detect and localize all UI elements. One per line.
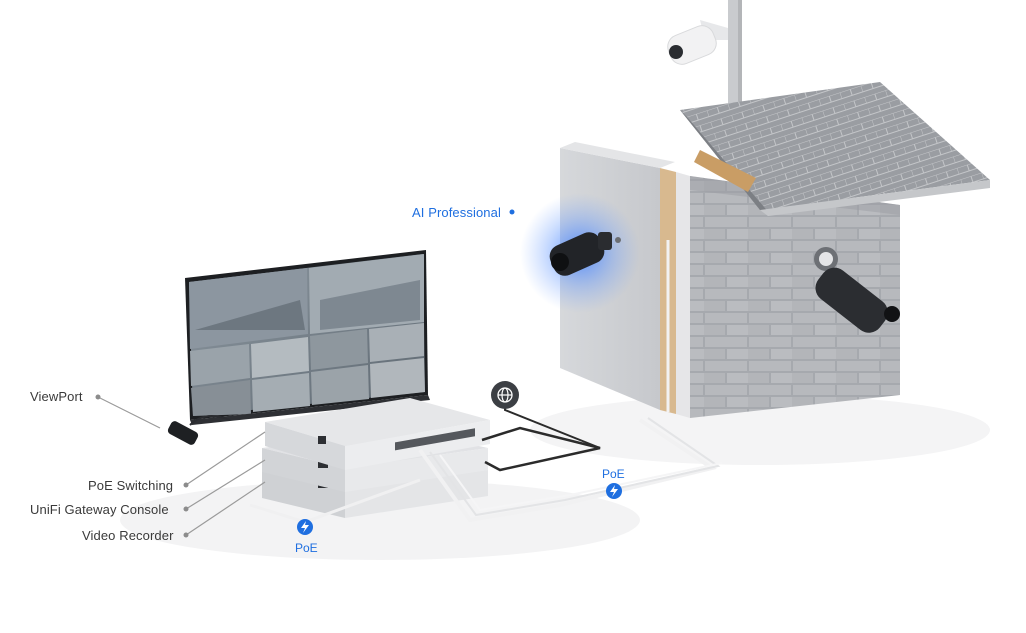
gateway-console: [262, 448, 345, 492]
monitor: [185, 250, 430, 425]
poe-label-left: PoE: [295, 541, 318, 555]
callout-gateway-console: UniFi Gateway Console: [30, 502, 169, 517]
ai-callout-dot: [509, 209, 515, 215]
callout-video-recorder: Video Recorder: [82, 528, 174, 543]
pole-camera: [667, 0, 742, 110]
poe-switch: [265, 422, 345, 470]
ai-camera-lens: [551, 253, 569, 271]
callout-poe-switching: PoE Switching: [88, 478, 174, 493]
building: [560, 82, 990, 418]
viewport-device: [167, 415, 231, 445]
lightning-bolt-icon: [606, 483, 622, 499]
globe-icon: [491, 381, 519, 409]
callout-dots: [95, 394, 189, 538]
floor-shadow: [120, 480, 640, 560]
video-recorder: [262, 470, 345, 518]
camera-lens: [669, 45, 683, 59]
callout-viewport: ViewPort: [30, 389, 83, 404]
roof-beam: [694, 150, 756, 192]
lightning-bolt-icon: [297, 519, 313, 535]
switch-ports: [395, 428, 475, 451]
ai-professional-camera: [520, 193, 640, 313]
roof: [680, 82, 990, 210]
wall-camera: [814, 247, 900, 333]
floor-shadow: [530, 395, 990, 465]
poe-label-right: PoE: [602, 467, 625, 481]
callout-ai-professional: AI Professional: [412, 205, 501, 220]
wall-camera-body: [815, 267, 888, 333]
poe-cable: [418, 418, 717, 523]
camera-feed-grid: [190, 323, 425, 416]
callout-leader-lines: [97, 396, 266, 536]
brick-wall: [690, 176, 900, 418]
